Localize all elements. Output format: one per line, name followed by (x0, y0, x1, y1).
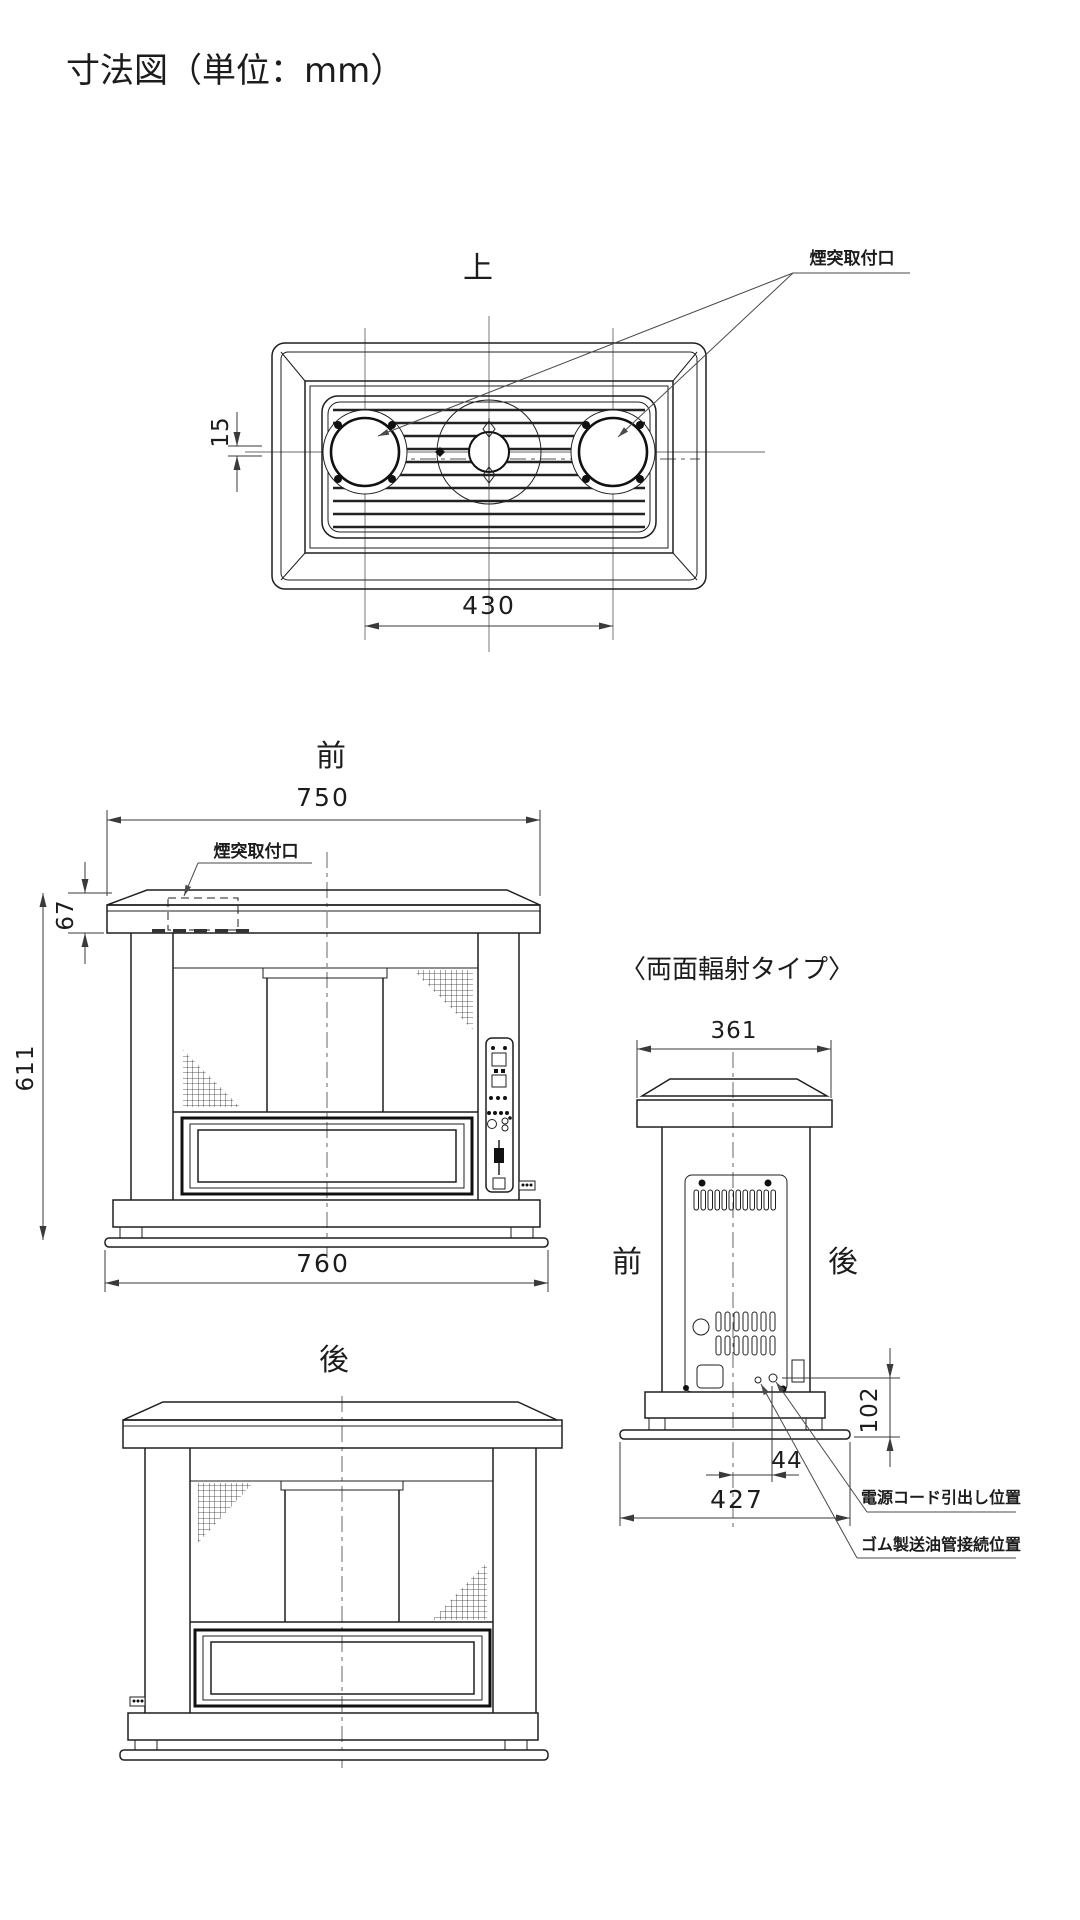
side-top-plate (636, 1078, 833, 1128)
front-window (180, 1116, 474, 1196)
front-hatch-lower-left (183, 1050, 240, 1107)
dim-base-width-value: 760 (296, 1249, 350, 1278)
side-view-heading: 〈両面輻射タイプ〉 (620, 955, 854, 985)
dim-base-width-760: 760 (104, 1249, 549, 1292)
burner-center (435, 399, 542, 505)
dim-base-depth-427: 427 (619, 1442, 851, 1526)
front-top-plate (106, 889, 541, 934)
side-rear-label: 後 (828, 1245, 858, 1280)
back-hatch-upper-left (198, 1483, 253, 1543)
side-view: 〈両面輻射タイプ〉 361 (612, 955, 1021, 1559)
back-body (129, 1448, 537, 1713)
side-body (661, 1127, 811, 1393)
front-chimney-callout-label: 煙突取付口 (214, 841, 299, 862)
dim-cord-offset-value: 44 (771, 1448, 802, 1474)
dim-top-width-value: 750 (296, 783, 350, 812)
dim-body-height-value: 611 (13, 1045, 39, 1092)
chimney-port-left (322, 409, 408, 495)
top-chimney-callout-label: 煙突取付口 (810, 248, 895, 269)
side-base (619, 1391, 851, 1440)
dim-offset-15: 15 (208, 412, 262, 492)
front-base (104, 1199, 549, 1248)
dim-cord-offset-44: 44 (706, 1386, 802, 1482)
dim-top-thickness-value: 67 (53, 899, 79, 930)
top-view-label: 上 (463, 251, 493, 286)
dim-bottom-height-102: 102 (782, 1348, 900, 1467)
front-chimney-callout: 煙突取付口 (152, 841, 312, 933)
oil-pipe-callout-label: ゴム製送油管接続位置 (861, 1535, 1021, 1554)
front-view: 前 750 煙突取付口 67 (13, 739, 549, 1292)
power-cord-point (754, 1376, 762, 1384)
dim-side-top-width-361: 361 (636, 1018, 832, 1098)
dim-side-top-width-value: 361 (711, 1018, 758, 1044)
front-control-panel (485, 1037, 514, 1193)
dim-port-spacing-430: 430 (365, 591, 613, 630)
dim-top-thickness-67: 67 (53, 862, 112, 964)
front-chimney-hidden-outline (167, 897, 239, 931)
side-front-label: 前 (612, 1245, 642, 1280)
front-body (130, 933, 520, 1200)
dim-port-spacing-value: 430 (462, 591, 516, 620)
oil-pipe-point (768, 1373, 778, 1383)
back-window (193, 1628, 492, 1708)
back-side-connector (129, 1696, 146, 1707)
power-cord-callout-label: 電源コード引出し位置 (861, 1488, 1021, 1507)
back-hatch-lower-right (432, 1562, 487, 1620)
dim-bottom-height-value: 102 (857, 1387, 883, 1434)
back-view-label: 後 (319, 1343, 349, 1378)
dim-base-depth-value: 427 (710, 1485, 764, 1514)
side-vent-upper (693, 1189, 776, 1211)
front-view-label: 前 (316, 739, 346, 774)
back-top-plate (122, 1401, 563, 1449)
back-view: 後 (119, 1343, 563, 1768)
side-vent-lower (715, 1311, 776, 1356)
dim-body-height-611: 611 (13, 893, 47, 1240)
page-title: 寸法図（単位：mm） (66, 51, 404, 91)
chimney-port-right (570, 409, 656, 495)
oil-pipe-callout: ゴム製送油管接続位置 (760, 1383, 1021, 1559)
dim-offset-value: 15 (208, 416, 234, 447)
top-view-outline (271, 342, 707, 590)
front-hatch-upper-right (413, 970, 473, 1030)
power-cord-callout: 電源コード引出し位置 (775, 1381, 1021, 1513)
back-base (119, 1712, 549, 1761)
top-chimney-callout: 煙突取付口 (377, 248, 910, 438)
dim-top-width-750: 750 (106, 783, 541, 896)
front-side-connector (518, 1180, 536, 1191)
top-view: 上 (208, 248, 910, 652)
